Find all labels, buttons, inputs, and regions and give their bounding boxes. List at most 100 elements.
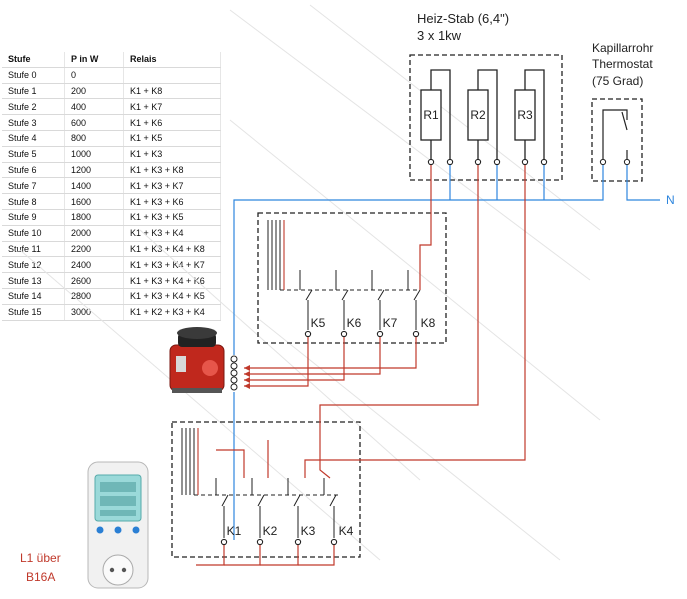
thermostat-label-2: Thermostat <box>592 57 653 71</box>
header-relais: Relais <box>123 52 221 68</box>
cell-stufe: Stufe 13 <box>2 272 65 289</box>
cell-stufe: Stufe 4 <box>2 130 65 147</box>
cell-stufe: Stufe 5 <box>2 146 65 163</box>
cell-power: 1400 <box>64 177 124 195</box>
cell-stufe: Stufe 11 <box>2 241 65 258</box>
cell-stufe: Stufe 7 <box>2 177 65 195</box>
cell-power: 800 <box>64 130 124 147</box>
relay-label-k5: K5 <box>311 316 326 330</box>
thermostat-label-1: Kapillarrohr <box>592 41 653 55</box>
resistor-label-r2: R2 <box>470 108 486 122</box>
cell-stufe: Stufe 14 <box>2 288 65 305</box>
cell-power: 1200 <box>64 162 124 179</box>
cell-stufe: Stufe 10 <box>2 225 65 242</box>
cell-power: 3000 <box>64 304 124 321</box>
header-stufe: Stufe <box>2 52 65 68</box>
neutral-label: N <box>666 193 675 207</box>
cell-relais: K1 + K3 <box>123 146 221 163</box>
variac-taps <box>230 355 238 391</box>
heater-box: R1 R2 R3 <box>409 54 563 181</box>
cell-power: 2000 <box>64 225 124 242</box>
cell-relais: K1 + K2 + K3 + K4 <box>123 304 221 321</box>
cell-power: 2600 <box>64 272 124 289</box>
cell-relais: K1 + K8 <box>123 83 221 100</box>
resistor-r3 <box>514 89 536 141</box>
heater-title: Heiz-Stab (6,4") <box>417 11 509 26</box>
resistor-r1 <box>420 89 442 141</box>
arrow-heads <box>244 365 250 389</box>
cell-relais: K1 + K5 <box>123 130 221 147</box>
relay-label-k2: K2 <box>263 524 278 538</box>
header-power: P in W <box>64 52 124 68</box>
cell-power: 2400 <box>64 256 124 274</box>
relay-label-k4: K4 <box>339 524 354 538</box>
relay-label-k7: K7 <box>383 316 398 330</box>
resistor-label-r3: R3 <box>517 108 533 122</box>
cell-power: 0 <box>64 67 124 84</box>
cell-stufe: Stufe 9 <box>2 209 65 226</box>
cell-stufe: Stufe 8 <box>2 193 65 210</box>
relay-label-k6: K6 <box>347 316 362 330</box>
variac-image <box>169 327 225 393</box>
cell-relais: K1 + K6 <box>123 114 221 131</box>
cell-relais: K1 + K3 + K4 + K5 <box>123 288 221 305</box>
relay-box-bottom: K1 K2 K3 K4 <box>171 421 361 558</box>
cell-power: 1600 <box>64 193 124 210</box>
cell-stufe: Stufe 2 <box>2 98 65 116</box>
relay-label-k8: K8 <box>421 316 436 330</box>
cell-stufe: Stufe 0 <box>2 67 65 84</box>
cell-relais: K1 + K3 + K5 <box>123 209 221 226</box>
cell-stufe: Stufe 3 <box>2 114 65 131</box>
heater-subtitle: 3 x 1kw <box>417 28 462 43</box>
supply-label-2: B16A <box>26 570 55 584</box>
resistor-r2 <box>467 89 489 141</box>
cell-power: 200 <box>64 83 124 100</box>
cell-stufe: Stufe 15 <box>2 304 65 321</box>
cell-stufe: Stufe 6 <box>2 162 65 179</box>
live-wiring <box>196 165 526 566</box>
resistor-label-r1: R1 <box>423 108 439 122</box>
energy-meter-image <box>87 461 149 589</box>
cell-stufe: Stufe 1 <box>2 83 65 100</box>
relay-box-top: K5 K6 K7 K8 <box>257 212 447 344</box>
cell-power: 600 <box>64 114 124 131</box>
cell-power: 1800 <box>64 209 124 226</box>
cell-relais: K1 + K3 + K4 + K8 <box>123 241 221 258</box>
relay-label-k1: K1 <box>227 524 242 538</box>
cell-power: 2200 <box>64 241 124 258</box>
neutral-wiring <box>233 165 660 540</box>
thermostat-box <box>591 98 643 182</box>
cell-power: 1000 <box>64 146 124 163</box>
cell-power: 400 <box>64 98 124 116</box>
relay-label-k3: K3 <box>301 524 316 538</box>
supply-label-1: L1 über <box>20 551 61 565</box>
cell-relais: K1 + K3 + K4 + K7 <box>123 256 221 274</box>
cell-relais: K1 + K3 + K4 + K6 <box>123 272 221 289</box>
cell-relais: K1 + K3 + K8 <box>123 162 221 179</box>
cell-relais: K1 + K3 + K6 <box>123 193 221 210</box>
cell-stufe: Stufe 12 <box>2 256 65 274</box>
cell-relais: K1 + K3 + K7 <box>123 177 221 195</box>
thermostat-label-3: (75 Grad) <box>592 74 643 88</box>
cell-relais: K1 + K7 <box>123 98 221 116</box>
table-header-row: Stufe P in W Relais <box>2 52 221 68</box>
cell-relais <box>123 67 221 84</box>
